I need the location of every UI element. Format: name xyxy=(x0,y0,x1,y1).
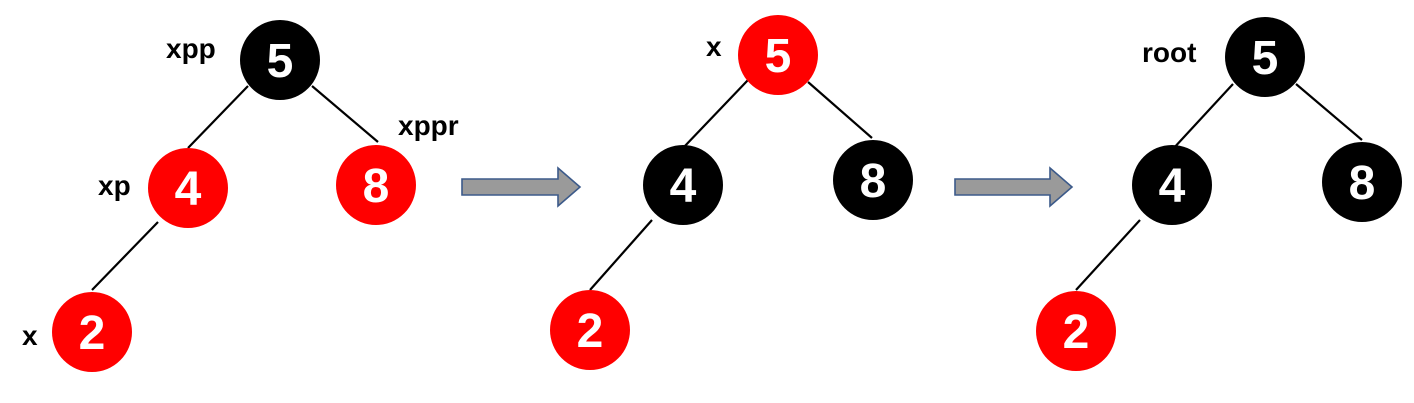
node-4-circle xyxy=(1132,145,1212,225)
node-8-circle xyxy=(833,140,913,220)
node-2-circle xyxy=(1036,291,1116,371)
node-2-value: 2 xyxy=(1063,306,1090,359)
node-8-circle xyxy=(1322,142,1402,222)
node-8-value: 8 xyxy=(860,155,887,208)
node-2: 2 xyxy=(52,292,132,372)
node-2-value: 2 xyxy=(577,305,604,358)
node-4-circle xyxy=(148,148,228,228)
node-5: 5 xyxy=(1225,17,1305,97)
label-xpp: xpp xyxy=(166,33,216,64)
label-x: x xyxy=(706,31,722,62)
node-5: 5 xyxy=(738,15,818,95)
node-2-circle xyxy=(52,292,132,372)
node-4: 4 xyxy=(148,148,228,228)
edge-5-4 xyxy=(1171,83,1234,151)
label-x: x xyxy=(22,320,38,351)
node-5-circle xyxy=(738,15,818,95)
stage-2-tree: 5 4 8 2 x xyxy=(550,15,913,370)
node-8: 8 xyxy=(336,145,416,225)
node-5-circle xyxy=(1225,17,1305,97)
node-8-value: 8 xyxy=(1349,157,1376,210)
edge-5-8 xyxy=(807,81,873,139)
node-8: 8 xyxy=(833,140,913,220)
edge-5-8 xyxy=(311,85,379,143)
node-5-value: 5 xyxy=(1252,32,1279,85)
edge-5-8 xyxy=(1295,83,1363,141)
node-8-circle xyxy=(336,145,416,225)
node-2: 2 xyxy=(550,290,630,370)
node-4-value: 4 xyxy=(670,160,697,213)
node-2-value: 2 xyxy=(79,307,106,360)
node-4-value: 4 xyxy=(1159,160,1186,213)
edge-4-2 xyxy=(589,219,653,291)
node-5-circle xyxy=(240,20,320,100)
node-2: 2 xyxy=(1036,291,1116,371)
node-4: 4 xyxy=(643,145,723,225)
edge-4-2 xyxy=(1075,219,1141,291)
node-8-value: 8 xyxy=(363,160,390,213)
label-root: root xyxy=(1142,37,1196,68)
node-8: 8 xyxy=(1322,142,1402,222)
node-4-value: 4 xyxy=(175,163,202,216)
edge-5-4 xyxy=(682,79,749,149)
transition-arrow-1 xyxy=(461,166,582,208)
stage-1-tree: 5 4 8 2 xpp xppr xp x xyxy=(22,20,459,372)
stage-3-tree: 5 4 8 2 root xyxy=(1036,17,1402,371)
edge-5-4 xyxy=(187,85,249,149)
node-5-value: 5 xyxy=(765,30,792,83)
node-4-circle xyxy=(643,145,723,225)
node-4: 4 xyxy=(1132,145,1212,225)
node-5: 5 xyxy=(240,20,320,100)
label-xp: xp xyxy=(98,170,131,201)
node-2-circle xyxy=(550,290,630,370)
node-5-value: 5 xyxy=(267,35,294,88)
edge-4-2 xyxy=(91,221,159,291)
label-xppr: xppr xyxy=(398,110,459,141)
transition-arrow-2 xyxy=(954,166,1074,208)
